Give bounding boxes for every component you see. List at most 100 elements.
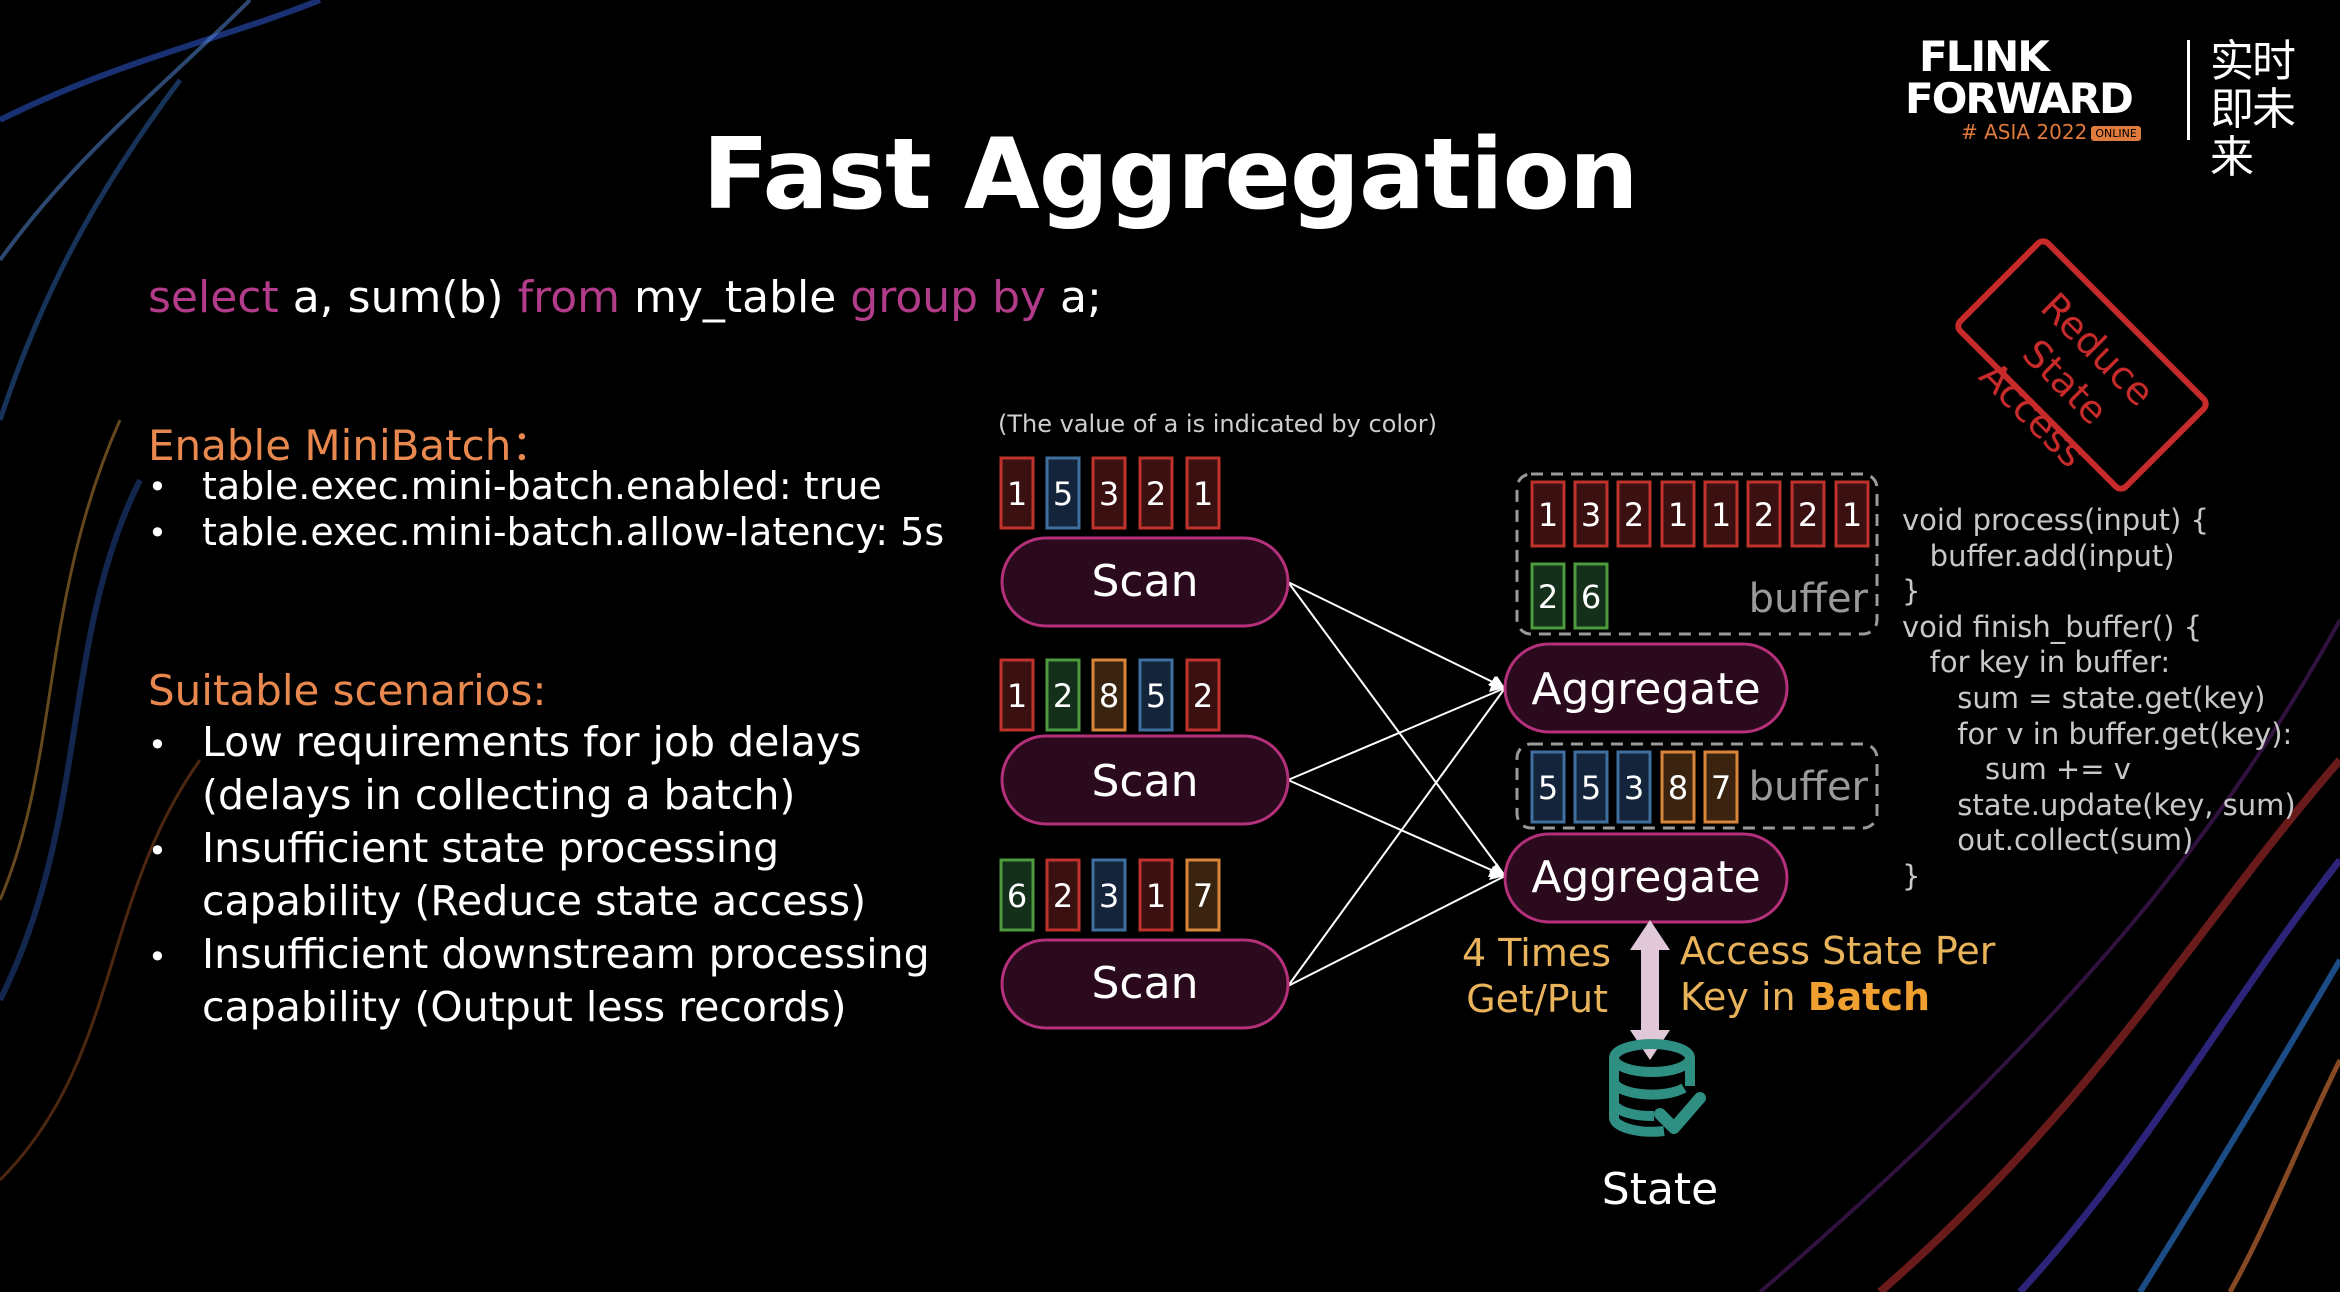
value-box	[1530, 750, 1566, 824]
access-line2: Key in Batch	[1680, 974, 1995, 1020]
value-box	[1045, 456, 1081, 530]
value-box-label: 8	[1099, 677, 1119, 715]
aggregate-label: Aggregate	[1531, 852, 1760, 903]
scan-label: Scan	[1092, 556, 1199, 607]
value-box	[1573, 480, 1609, 548]
value-box	[1091, 456, 1127, 530]
value-box-label: 3	[1624, 769, 1644, 807]
buffer-label: buffer	[1749, 764, 1869, 810]
value-box-label: 2	[1538, 578, 1558, 616]
value-box	[1091, 658, 1127, 732]
value-box	[1530, 480, 1566, 548]
value-box	[1138, 858, 1174, 932]
value-box-label: 6	[1007, 877, 1027, 915]
state-access-arrow	[1630, 920, 1670, 1060]
value-box	[1185, 858, 1221, 932]
scan-label: Scan	[1092, 756, 1199, 807]
value-box	[1616, 480, 1652, 548]
scan-node: Scan	[1000, 938, 1290, 1030]
value-box-label: 1	[1007, 475, 1027, 513]
scenario-line: capability (Reduce state access)	[202, 877, 867, 925]
times-line: Get/Put	[1466, 977, 1608, 1021]
value-box	[1138, 456, 1174, 530]
scan-node: Scan	[1000, 536, 1290, 628]
value-box-label: 2	[1624, 496, 1644, 534]
logo-badge: ONLINE	[2091, 126, 2141, 141]
aggregate-node: Aggregate	[1503, 832, 1789, 924]
value-box	[1185, 658, 1221, 732]
arrowheads	[1488, 676, 1505, 880]
value-box-label: 2	[1798, 496, 1818, 534]
value-box-label: 1	[1146, 877, 1166, 915]
value-box	[1045, 858, 1081, 932]
scan-node: Scan	[1000, 734, 1290, 826]
value-box-label: 5	[1581, 769, 1601, 807]
aggregate-node: Aggregate	[1503, 642, 1789, 734]
check-icon	[1654, 1092, 1706, 1134]
value-box	[1790, 480, 1826, 548]
scenario-line: capability (Output less records)	[202, 983, 847, 1031]
value-box	[1185, 456, 1221, 530]
sql-keyword-groupby: group by	[850, 272, 1047, 323]
value-box	[1660, 750, 1696, 824]
logo-line2: FORWARD	[1905, 74, 2134, 123]
scenario-item: Insufficient state processing capability…	[202, 822, 866, 928]
value-box-label: 2	[1193, 677, 1213, 715]
value-box-label: 1	[1842, 496, 1862, 534]
value-box	[999, 658, 1035, 732]
value-box	[1834, 480, 1870, 548]
value-box	[1045, 658, 1081, 732]
state-label: State	[1602, 1164, 1718, 1215]
logo-tag-text: # ASIA 2022	[1961, 120, 2088, 144]
value-box	[1573, 750, 1609, 824]
minibatch-heading: Enable MiniBatch：	[148, 421, 554, 470]
sql-keyword-from: from	[517, 272, 620, 323]
value-box-label: 2	[1053, 677, 1073, 715]
logo-chinese: 实时即未来	[2210, 36, 2296, 183]
connection-lines	[1287, 581, 1506, 987]
sql-part1: a, sum(b)	[278, 272, 518, 323]
value-box-label: 2	[1146, 475, 1166, 513]
value-box	[1660, 480, 1696, 548]
aggregate-label: Aggregate	[1531, 664, 1760, 715]
value-box-label: 6	[1581, 578, 1601, 616]
value-box-label: 3	[1099, 877, 1119, 915]
value-box-label: 2	[1754, 496, 1774, 534]
scenario-item: Insufficient downstream processing capab…	[202, 928, 930, 1034]
value-box	[1616, 750, 1652, 824]
buffer-label: buffer	[1749, 576, 1869, 622]
value-box-label: 1	[1538, 496, 1558, 534]
value-box	[1091, 858, 1127, 932]
database-icon	[1609, 1039, 1695, 1137]
sql-query: select a, sum(b) from my_table group by …	[148, 272, 1102, 323]
value-box-label: 3	[1581, 496, 1601, 534]
value-box	[1530, 562, 1566, 630]
pseudo-code: void process(input) { buffer.add(input) …	[1902, 503, 2296, 893]
bullet: •	[148, 468, 167, 506]
value-box-label: 1	[1193, 475, 1213, 513]
value-box	[1138, 658, 1174, 732]
scenario-line: Insufficient downstream processing	[202, 930, 930, 978]
sql-part3: a;	[1046, 272, 1102, 323]
scenario-line: (delays in collecting a batch)	[202, 771, 796, 819]
sql-part2: my_table	[619, 272, 851, 323]
access-line2-bold: Batch	[1807, 975, 1931, 1019]
bullet: •	[148, 832, 167, 870]
value-box-label: 1	[1711, 496, 1731, 534]
minibatch-item: table.exec.mini-batch.allow-latency: 5s	[202, 510, 945, 554]
scenario-line: Insufficient state processing	[202, 824, 780, 872]
slide-title: Fast Aggregation	[702, 118, 1638, 232]
access-line1: Access State Per	[1680, 929, 1996, 973]
times-line: 4 Times	[1462, 931, 1612, 975]
value-box-label: 5	[1146, 677, 1166, 715]
value-box-label: 3	[1099, 475, 1119, 513]
minibatch-item: table.exec.mini-batch.enabled: true	[202, 464, 882, 508]
value-box	[1703, 750, 1739, 824]
scan-label: Scan	[1092, 958, 1199, 1009]
value-box	[999, 456, 1035, 530]
scenario-item: Low requirements for job delays (delays …	[202, 716, 861, 822]
